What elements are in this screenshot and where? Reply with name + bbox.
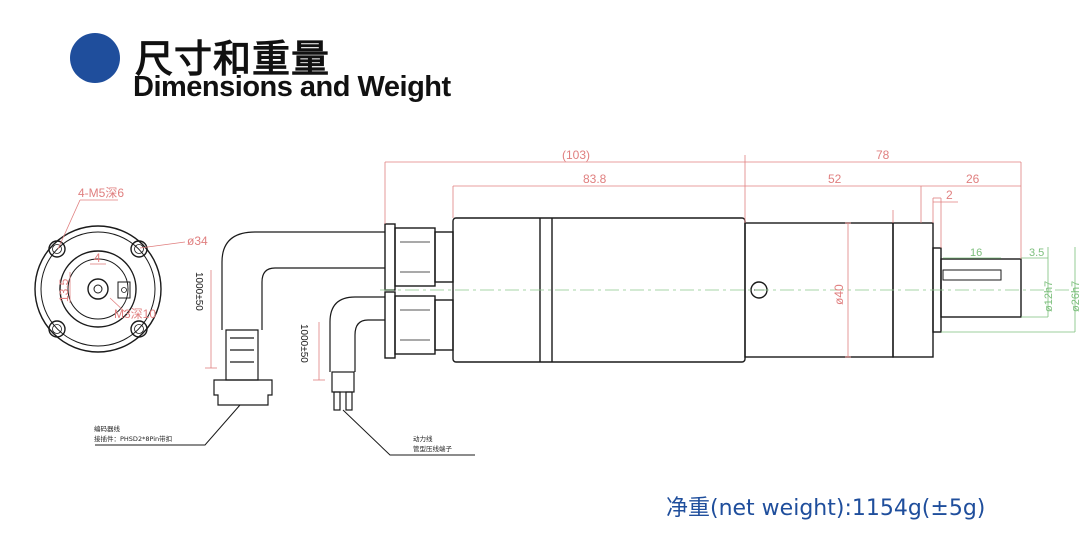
note-encoder-connector: 接插件：PHSD2*8Pin带扣 [94, 434, 172, 443]
note-power-terminal: 管型压线端子 [413, 444, 453, 453]
cable-gland-encoder [384, 223, 454, 291]
dim-bolt-circle: ø34 [187, 234, 208, 248]
encoder-cable [213, 231, 385, 406]
dim-flange-thickness: 2 [946, 188, 953, 202]
dim-shaft-section: 26 [966, 172, 980, 186]
mount-hole [130, 240, 148, 258]
net-weight-text: 净重(net weight):1154g(±5g) [666, 496, 986, 521]
dim-body: 83.8 [583, 172, 607, 186]
dim-key-height: 13.5 [57, 278, 71, 302]
dim-key-length: 16 [970, 247, 982, 259]
dim-gearbox-total: 78 [876, 148, 890, 162]
dim-gearbox: 52 [828, 172, 842, 186]
note-encoder-line: 编码器线 [94, 424, 121, 433]
cable-gland-power [384, 291, 454, 359]
note-power-line: 动力线 [413, 434, 433, 443]
dim-overall-body: (103) [562, 148, 590, 162]
mount-hole [48, 320, 66, 338]
power-cable [329, 296, 385, 411]
dim-shaft-diameter: ø12h7 [1043, 281, 1055, 312]
dim-body-diameter: ø40 [832, 284, 846, 305]
dim-power-cable-length: 1000±50 [298, 324, 309, 363]
section-bullet-icon [70, 33, 120, 83]
dim-center-hole: M3深10 [114, 307, 156, 321]
section-title-english: Dimensions and Weight [133, 71, 451, 103]
dim-shaft-tip: 3.5 [1029, 247, 1044, 259]
section-title-chinese: 尺寸和重量 [135, 37, 331, 81]
dim-pilot-diameter: ø26h7 [1070, 281, 1082, 312]
dim-encoder-cable-length: 1000±50 [193, 272, 204, 311]
mount-hole [48, 240, 66, 258]
dim-mount-holes: 4-M5深6 [78, 186, 124, 200]
mount-hole [130, 320, 148, 338]
dim-key-width: 4 [94, 251, 101, 265]
output-shaft [940, 258, 1022, 318]
end-view [34, 225, 162, 353]
